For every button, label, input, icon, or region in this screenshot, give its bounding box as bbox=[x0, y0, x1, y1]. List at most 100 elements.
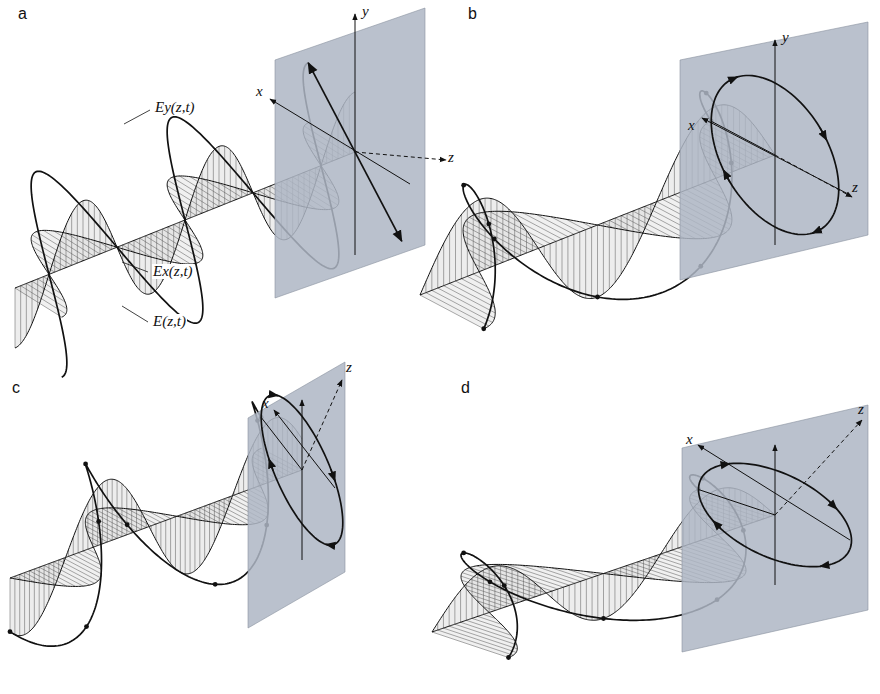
hatch-line bbox=[638, 209, 639, 242]
hatch-line bbox=[668, 175, 669, 197]
hatch-line bbox=[194, 510, 195, 571]
hatch-line bbox=[450, 283, 495, 307]
hatch-line bbox=[162, 229, 202, 254]
field-dot bbox=[506, 655, 511, 660]
hatch-line bbox=[637, 562, 638, 588]
hatch-line bbox=[455, 624, 517, 645]
hatch-line bbox=[202, 171, 203, 213]
hatch-line bbox=[627, 213, 628, 264]
hatch-line bbox=[180, 176, 225, 204]
rotation-arrow bbox=[721, 464, 730, 466]
hatch-line bbox=[574, 583, 575, 615]
hatch-line bbox=[426, 293, 489, 326]
hatch-line bbox=[26, 283, 66, 308]
hatch-line bbox=[78, 525, 79, 553]
wave-panel bbox=[432, 405, 868, 660]
hatch-line bbox=[556, 241, 557, 274]
rotation-arrow bbox=[812, 230, 820, 233]
field-dot bbox=[502, 583, 507, 588]
hatch-line bbox=[461, 622, 515, 640]
hatch-line bbox=[609, 572, 610, 616]
hatch-line bbox=[672, 536, 673, 550]
field-dot bbox=[601, 616, 606, 621]
field-dot bbox=[486, 221, 491, 226]
axis-label: x bbox=[262, 396, 269, 411]
hatch-line bbox=[632, 564, 686, 582]
hatch-line bbox=[467, 208, 468, 276]
hatch-line bbox=[160, 522, 161, 549]
hatch-line bbox=[591, 227, 592, 298]
hatch-line bbox=[585, 230, 586, 298]
hatch-line bbox=[156, 524, 157, 540]
field-dot bbox=[461, 183, 466, 188]
hatch-line bbox=[68, 556, 101, 573]
component-label: Ex(z,t) bbox=[152, 264, 194, 279]
axis-label: z bbox=[858, 402, 864, 417]
x-axis bbox=[698, 445, 850, 540]
hatch-line bbox=[529, 578, 530, 598]
hatch-line bbox=[643, 560, 644, 580]
field-vector bbox=[711, 121, 775, 155]
hatch-line bbox=[626, 566, 627, 602]
hatch-line bbox=[420, 295, 484, 329]
hatch-line bbox=[463, 230, 515, 257]
y-axis bbox=[775, 40, 776, 245]
leader-line bbox=[122, 262, 148, 272]
hatch-line bbox=[134, 240, 135, 282]
hatch-line bbox=[449, 606, 450, 626]
panel-letter: b bbox=[468, 6, 477, 22]
leader-line bbox=[124, 110, 150, 124]
hatch-line bbox=[586, 579, 587, 619]
field-dot bbox=[481, 326, 486, 331]
hatch-line bbox=[259, 191, 271, 199]
hatch-line bbox=[100, 212, 101, 254]
rotation-arrow bbox=[730, 77, 738, 80]
observation-plane bbox=[275, 8, 425, 298]
hatch-line bbox=[218, 183, 241, 198]
rotation-arrow bbox=[820, 128, 826, 140]
hatch-line bbox=[203, 179, 236, 200]
rotation-arrow bbox=[326, 544, 331, 546]
hatch-line bbox=[455, 223, 456, 281]
axis-label: x bbox=[686, 432, 693, 447]
polarization-line bbox=[308, 63, 402, 241]
hatch-line bbox=[64, 558, 101, 577]
hatch-line bbox=[443, 243, 444, 285]
hatch-line bbox=[614, 570, 615, 613]
hatch-line bbox=[461, 215, 462, 279]
hatch-line bbox=[37, 255, 60, 270]
hatch-line bbox=[175, 517, 176, 569]
hatch-line bbox=[438, 288, 495, 318]
hatch-line bbox=[219, 501, 220, 531]
hatch-line bbox=[603, 574, 604, 619]
hatch-line bbox=[210, 504, 248, 524]
hatch-line bbox=[44, 565, 83, 586]
hatch-line bbox=[579, 232, 580, 296]
axis-label: z bbox=[448, 150, 454, 165]
hatch-line bbox=[73, 537, 74, 555]
hatch-line bbox=[224, 499, 225, 518]
observation-plane bbox=[248, 362, 345, 628]
hatch-line bbox=[633, 211, 685, 238]
hatch-line bbox=[444, 286, 496, 313]
axis-label: y bbox=[362, 4, 369, 19]
rotation-arrow bbox=[273, 394, 278, 396]
hatch-line bbox=[99, 242, 111, 250]
y-axis bbox=[302, 400, 303, 560]
hatch-line bbox=[196, 185, 197, 215]
hatch-line bbox=[15, 288, 16, 348]
hatch-line bbox=[77, 205, 78, 263]
hatch-line bbox=[174, 225, 197, 240]
hatch-line bbox=[438, 630, 514, 655]
hatch-line bbox=[126, 489, 127, 535]
z-axis bbox=[355, 152, 446, 160]
rotation-arrow bbox=[331, 469, 335, 481]
hatch-line bbox=[236, 157, 237, 199]
panel-letter: a bbox=[18, 6, 27, 22]
hatch-line bbox=[145, 236, 146, 294]
hatch-line bbox=[264, 188, 265, 218]
hatch-line bbox=[219, 146, 220, 206]
hatch-line bbox=[609, 220, 610, 288]
hatch-line bbox=[477, 574, 478, 617]
